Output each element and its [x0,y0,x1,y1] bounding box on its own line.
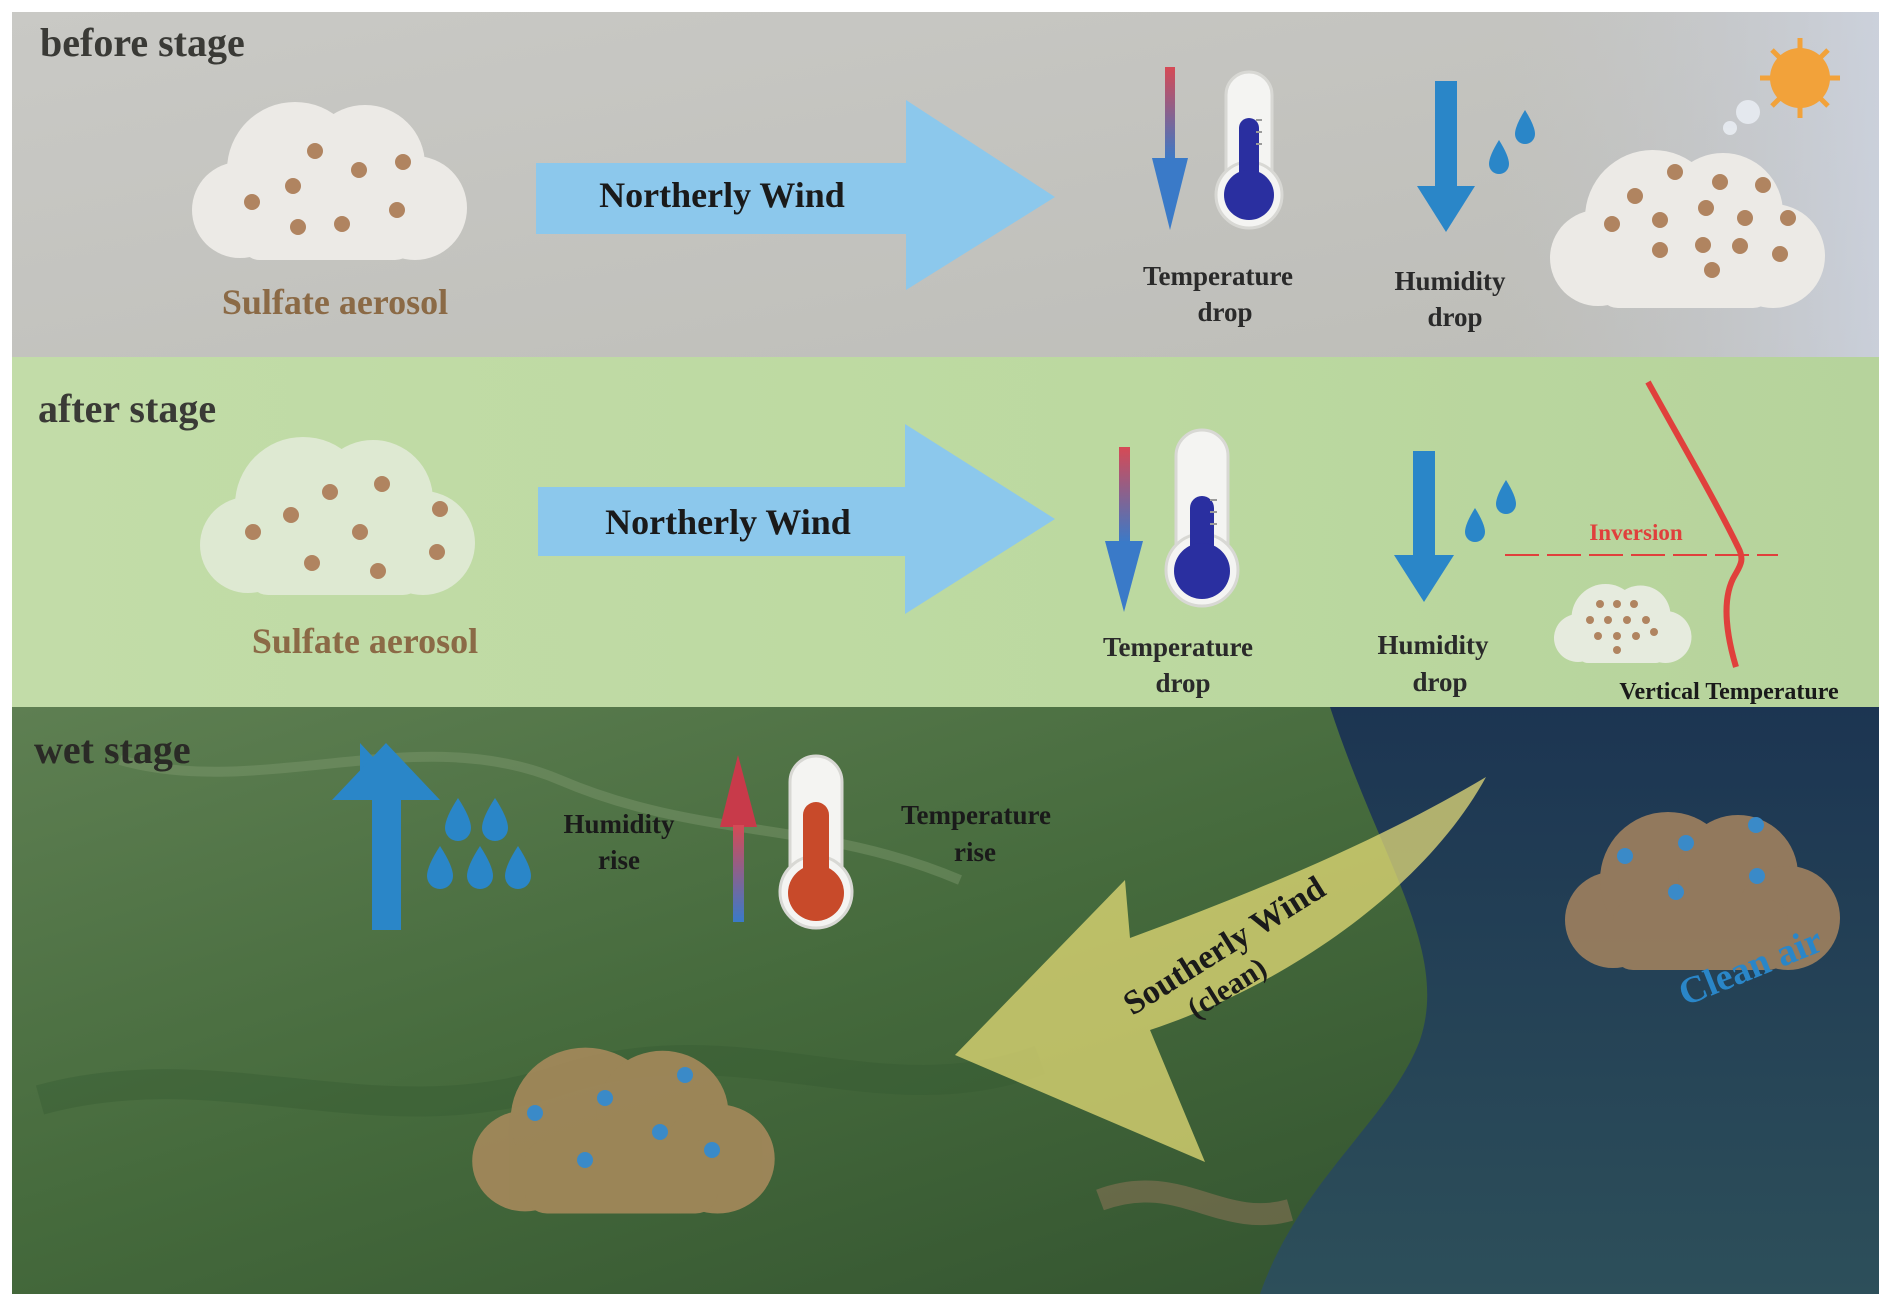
after-stage-panel: after stage Sulfate aerosol Northerly Wi… [12,357,1879,707]
humidity-label-line2: drop [1427,302,1482,332]
wind-arrow-icon [955,777,1486,1162]
humidity-label-line1: Humidity [1394,266,1506,296]
up-arrow-icon [720,755,757,922]
clean-air-dots [1617,817,1765,900]
wet-stage-title: wet stage [34,727,191,772]
thermometer-icon [778,754,854,930]
aerosol-label: Sulfate aerosol [252,621,478,661]
aerosol-dots [1604,164,1796,278]
humidity-label-line2: drop [1412,667,1467,697]
thermometer-icon [1214,70,1284,230]
humidity-label-line2: rise [598,845,640,875]
temperature-label-line1: Temperature [1103,632,1253,662]
water-drop-icon [427,798,531,889]
temperature-label-line1: Temperature [1143,261,1293,291]
before-stage-panel: before stage Sulfate aerosol Northerly W… [12,12,1879,357]
clean-air-dots [527,1067,720,1168]
aerosol-dots [245,476,448,579]
aerosol-label: Sulfate aerosol [222,282,448,322]
wind-label: Northerly Wind [605,502,851,542]
vertical-temperature-label: Vertical Temperature [1619,679,1839,705]
up-arrow-icon [332,743,440,930]
water-drop-icon [1489,110,1535,174]
wind-arrow-icon [536,100,1055,290]
inversion-label: Inversion [1589,520,1683,545]
temperature-label-line2: drop [1197,297,1252,327]
temperature-label-line2: drop [1155,668,1210,698]
wind-label: Northerly Wind [599,175,845,215]
thermometer-icon [1164,428,1240,608]
down-arrow-icon [1394,451,1454,602]
wet-stage-panel: wet stage Humidity rise Temperature rise [12,707,1879,1294]
wind-arrow-icon [538,424,1055,614]
humidity-label-line1: Humidity [1377,630,1489,660]
sun-icon [1760,38,1840,118]
down-arrow-icon [1417,81,1475,232]
aerosol-dots [1586,600,1658,654]
aerosol-dots [244,143,411,235]
temperature-label-line1: Temperature [901,800,1051,830]
after-stage-title: after stage [38,386,216,431]
water-drop-icon [1465,480,1516,542]
down-arrow-icon [1152,67,1188,230]
down-arrow-icon [1105,447,1143,612]
before-stage-title: before stage [40,20,245,65]
temperature-label-line2: rise [954,837,996,867]
humidity-label-line1: Humidity [563,809,675,839]
